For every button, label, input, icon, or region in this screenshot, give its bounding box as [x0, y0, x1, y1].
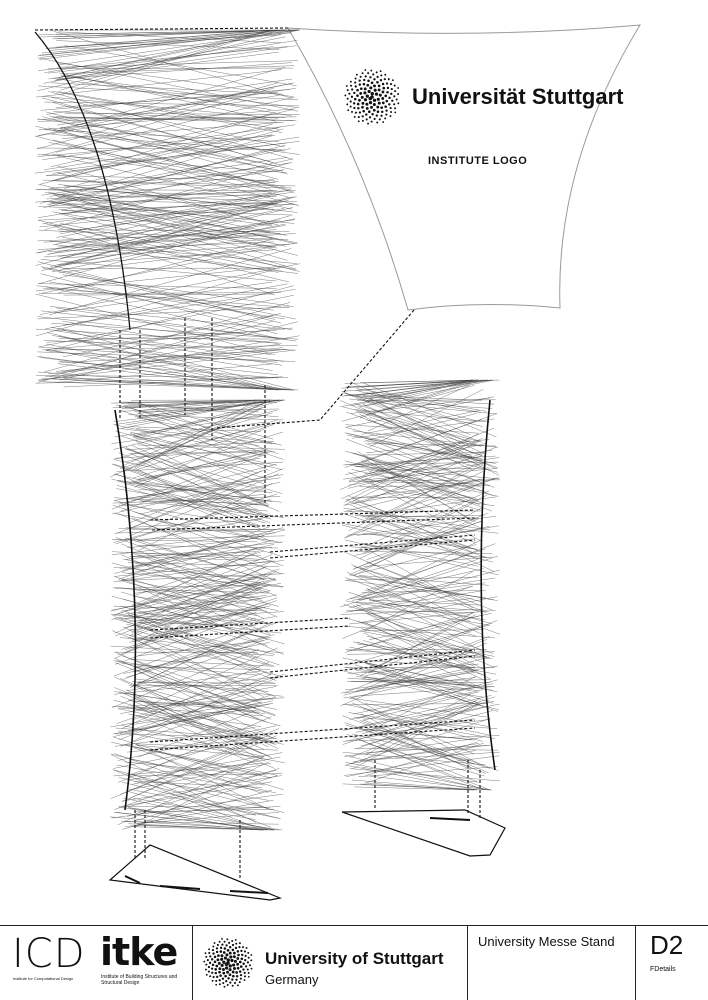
guide-line: [149, 509, 476, 521]
icd-subtitle: Institute for Computational Design: [13, 976, 74, 981]
guide-line: [149, 625, 351, 639]
country: Germany: [265, 972, 319, 987]
title-block: ICD Institute for Computational Design i…: [0, 925, 708, 1000]
exploded-axonometric-drawing: [34, 24, 641, 901]
itke-logo: itke: [100, 930, 178, 974]
sign-university-name: Universität Stuttgart: [412, 84, 624, 109]
logo-cell: ICD Institute for Computational Design i…: [0, 926, 193, 1000]
guide-line: [149, 719, 476, 743]
sheet-label: FDetails: [650, 966, 676, 973]
base-plate-right: [341, 809, 506, 857]
project-title: University Messe Stand: [478, 934, 615, 949]
project-cell: [468, 926, 636, 1000]
guide-line: [269, 539, 476, 559]
guide-line: [269, 655, 476, 679]
guide-line: [149, 727, 476, 751]
guide-line: [34, 27, 289, 31]
base-plate-left: [108, 844, 283, 901]
university-seal-icon: [344, 69, 400, 125]
base-plates: [108, 809, 506, 901]
sheet-number: D2: [650, 930, 684, 960]
sign-panel-outline: [287, 24, 641, 311]
institute-logo-placeholder: INSTITUTE LOGO: [428, 155, 528, 167]
guide-line: [151, 517, 476, 531]
guide-line: [269, 534, 476, 553]
university-name: University of Stuttgart: [265, 949, 444, 968]
fibre-winding-modules: [34, 29, 501, 831]
itke-subtitle: Institute of Building Structures and Str…: [101, 974, 178, 986]
base-plate-detail: [124, 817, 471, 894]
assembly-guide-lines: [34, 27, 481, 880]
guide-line: [269, 649, 476, 673]
guide-line: [149, 617, 351, 631]
university-cell: [193, 926, 468, 1000]
university-seal-icon: [203, 938, 253, 988]
icd-logo: ICD: [12, 931, 86, 977]
